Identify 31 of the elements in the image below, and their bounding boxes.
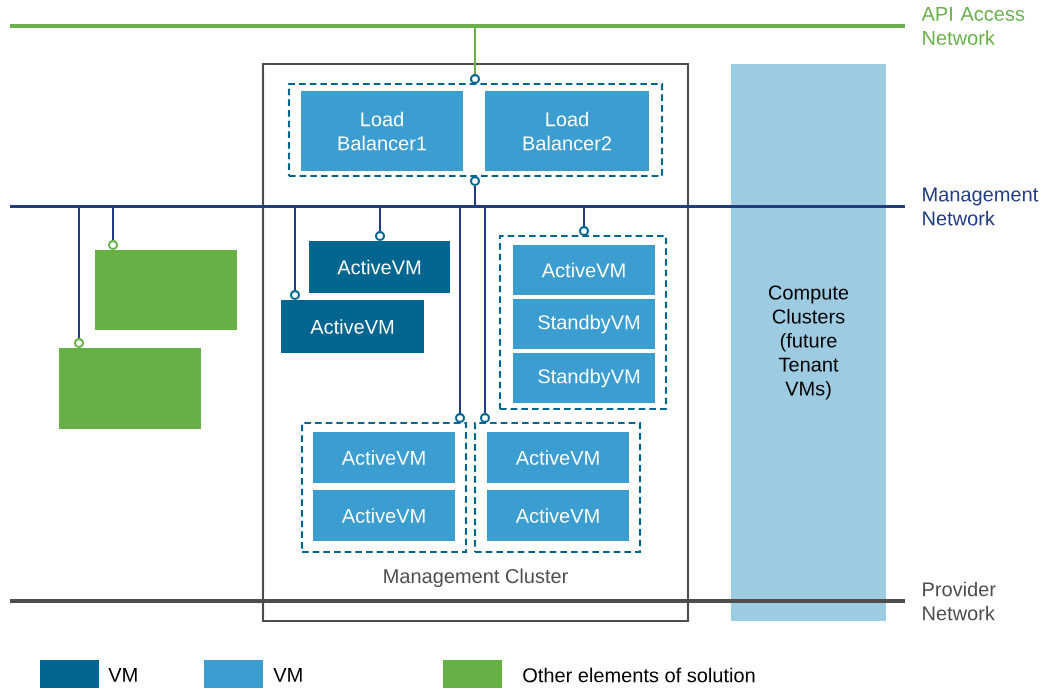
server-box [59, 348, 201, 429]
legend-label: VM [273, 668, 302, 682]
vm-box: Load Balancer1 [301, 91, 463, 171]
connector [459, 205, 461, 414]
vm-box: StandbyVM [513, 299, 655, 349]
vm-box: ActiveVM [513, 245, 655, 295]
legend-label: VM [108, 668, 137, 682]
dashed-group-box [498, 234, 668, 411]
dashed-group-box [300, 421, 468, 554]
connector [112, 205, 114, 241]
connector [78, 205, 80, 339]
connector [379, 205, 381, 232]
vm-box: ActiveVM [313, 490, 455, 541]
vm-box: Load Balancer2 [485, 91, 649, 171]
vm-box: ActiveVM [487, 432, 629, 483]
connector [583, 205, 585, 227]
vm-box: ActiveVM [281, 300, 424, 353]
compute-cluster-bar: Compute Clusters (future Tenant VMs) [731, 64, 886, 621]
dashed-group-box [473, 421, 642, 554]
server-box [95, 250, 237, 330]
connector [474, 185, 476, 208]
dashed-group-box [287, 82, 664, 178]
network-line: API Access Network [10, 7, 1025, 45]
vm-box: ActiveVM [487, 490, 629, 541]
connector [294, 205, 296, 291]
connector [484, 205, 486, 414]
connector [474, 25, 476, 75]
vm-box: ActiveVM [309, 241, 450, 293]
legend-label: Other elements of solution [523, 667, 755, 683]
vm-box: ActiveVM [313, 432, 455, 483]
vm-box: StandbyVM [513, 353, 655, 403]
